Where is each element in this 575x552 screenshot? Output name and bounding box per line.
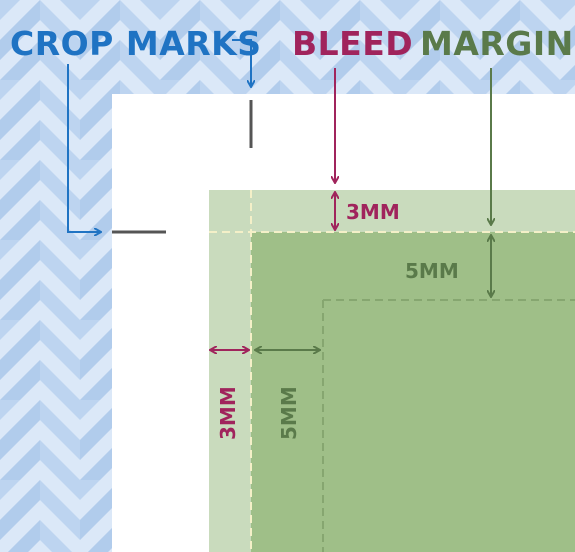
margin-top-measurement: 5MM [405,259,459,283]
margin-label: MARGIN [420,24,574,63]
crop-marks-label: CROP MARKS [10,24,262,63]
bleed-left-measurement: 3MM [216,386,240,440]
margin-left-measurement: 5MM [277,386,301,440]
crop-callout-arrow-left [67,64,100,232]
bleed-top-measurement: 3MM [346,200,400,224]
bleed-label: BLEED [292,24,414,63]
crop-callout-arrow-top [232,39,251,86]
trim-area [251,232,575,552]
